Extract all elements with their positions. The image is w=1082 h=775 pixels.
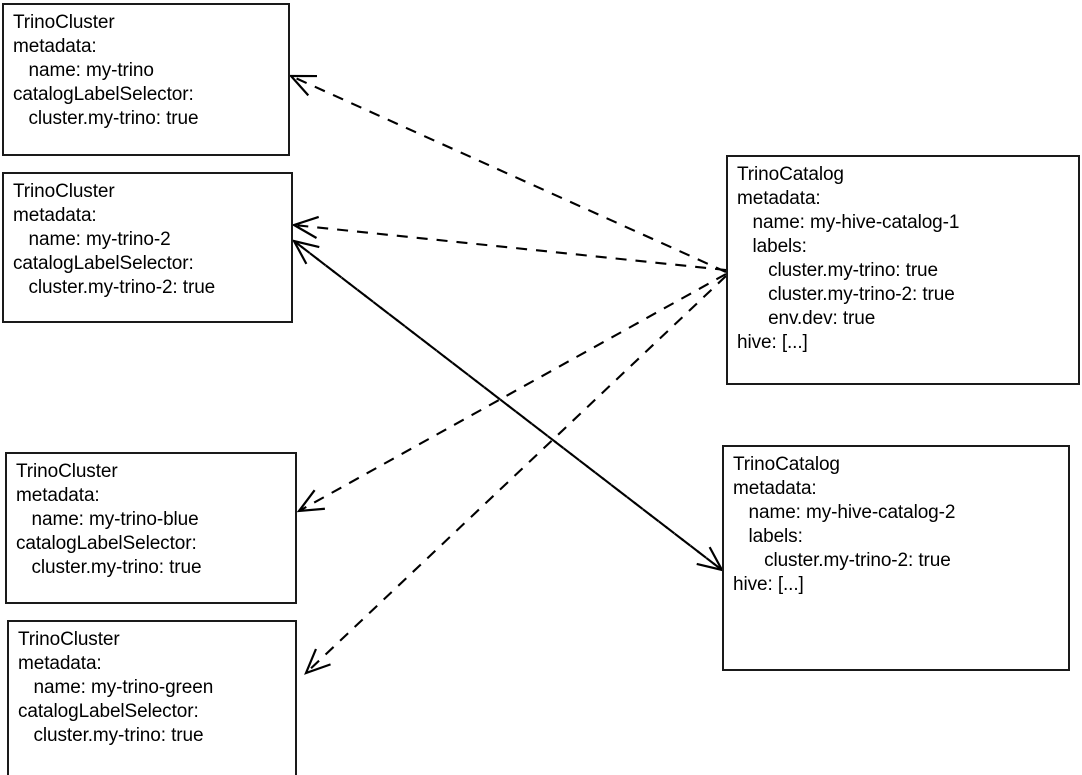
edge-catalog1-to-my-trino-2-arrowhead-icon <box>291 215 320 239</box>
edge-my-trino-2-to-catalog2 <box>293 240 723 571</box>
node-cluster-my-trino-green[interactable]: TrinoCluster metadata: name: my-trino-gre… <box>7 620 297 775</box>
node-text-line: name: my-trino-2 <box>13 229 171 250</box>
node-text-line: name: my-trino <box>13 60 154 81</box>
node-kind-label: TrinoCluster <box>13 181 115 202</box>
node-kind-label: TrinoCluster <box>16 461 118 482</box>
node-text-line: hive: [...] <box>737 332 808 353</box>
edge-catalog1-to-my-trino-green-arrowhead-icon <box>304 648 331 675</box>
node-kind-label: TrinoCatalog <box>733 454 840 475</box>
node-text-line: name: my-hive-catalog-2 <box>733 502 956 523</box>
node-cluster-my-trino-2[interactable]: TrinoCluster metadata: name: my-trino-2 ca… <box>2 172 293 323</box>
node-kind-label: TrinoCluster <box>18 629 120 650</box>
edge-catalog1-to-my-trino <box>290 75 727 273</box>
node-text-line: catalogLabelSelector: <box>13 84 194 105</box>
node-text-line: cluster.my-trino-2: true <box>13 277 216 298</box>
node-catalog-my-hive-catalog-2[interactable]: TrinoCatalog metadata: name: my-hive-cata… <box>722 445 1070 671</box>
node-text-line: cluster.my-trino-2: true <box>733 550 951 571</box>
node-text-line: name: my-trino-green <box>18 677 214 698</box>
node-text-line: hive: [...] <box>733 574 804 595</box>
node-text-line: cluster.my-trino: true <box>18 725 204 746</box>
node-text-line: cluster.my-trino: true <box>737 260 938 281</box>
node-text-line: env.dev: true <box>737 308 876 329</box>
node-text-line: metadata: <box>18 653 102 674</box>
node-text-line: metadata: <box>16 485 100 506</box>
node-kind-label: TrinoCluster <box>13 12 115 33</box>
edge-catalog1-to-my-trino-green <box>305 275 727 674</box>
edge-catalog1-to-my-trino-2 <box>293 223 727 272</box>
node-text-line: metadata: <box>737 188 821 209</box>
node-text-line: cluster.my-trino: true <box>16 557 202 578</box>
node-text-line: metadata: <box>13 205 97 226</box>
node-text-line: name: my-trino-blue <box>16 509 199 530</box>
node-text-line: cluster.my-trino-2: true <box>737 284 955 305</box>
edge-catalog1-to-my-trino-blue <box>298 273 727 512</box>
node-text-line: cluster.my-trino: true <box>13 108 199 129</box>
node-text-line: metadata: <box>13 36 97 57</box>
node-text-line: labels: <box>737 236 807 257</box>
node-text-line: labels: <box>733 526 803 547</box>
node-text-line: catalogLabelSelector: <box>13 253 194 274</box>
node-text-line: name: my-hive-catalog-1 <box>737 212 960 233</box>
node-cluster-my-trino[interactable]: TrinoCluster metadata: name: my-trino cata… <box>2 3 290 156</box>
node-text-line: metadata: <box>733 478 817 499</box>
edge-catalog1-to-my-trino-arrowhead-icon <box>288 74 318 97</box>
node-kind-label: TrinoCatalog <box>737 164 844 185</box>
node-catalog-my-hive-catalog-1[interactable]: TrinoCatalog metadata: name: my-hive-cata… <box>726 155 1080 385</box>
edge-catalog1-to-my-trino-blue-arrowhead-icon <box>296 489 325 513</box>
node-cluster-my-trino-blue[interactable]: TrinoCluster metadata: name: my-trino-blu… <box>5 452 297 604</box>
node-text-line: catalogLabelSelector: <box>18 701 199 722</box>
edge-group <box>288 74 727 675</box>
node-text-line: catalogLabelSelector: <box>16 533 197 554</box>
